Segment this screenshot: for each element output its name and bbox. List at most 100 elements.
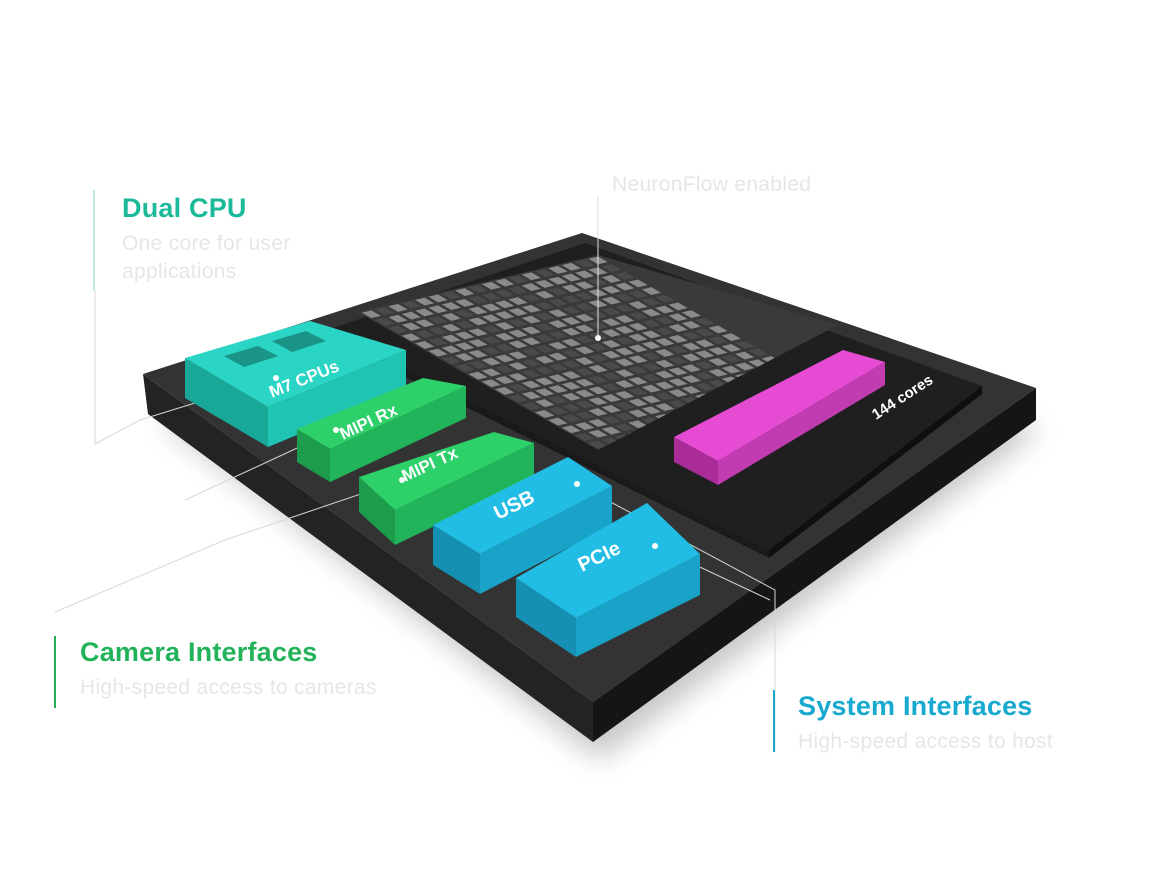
- npu-core-cell: [655, 403, 675, 411]
- npu-core-cell: [628, 387, 648, 396]
- mipi-tx-dot: [399, 477, 405, 483]
- npu-core-cell: [561, 349, 581, 358]
- npu-core-cell: [575, 303, 595, 311]
- npu-core-cell: [708, 368, 728, 377]
- npu-core-cell: [655, 338, 675, 346]
- npu-core-cell: [468, 306, 488, 315]
- npu-core-cell: [428, 316, 448, 324]
- npu-core-cell: [575, 411, 595, 420]
- npu-core-cell: [535, 269, 555, 277]
- npu-core-cell: [695, 350, 715, 359]
- npu-core-cell: [508, 383, 528, 392]
- npu-core-cell: [561, 425, 581, 434]
- npu-core-cell: [601, 318, 621, 327]
- npu-core-cell: [468, 350, 488, 358]
- npu-core-cell: [495, 332, 515, 341]
- npu-core-cell: [548, 341, 568, 350]
- usb-top: [433, 457, 612, 554]
- npu-core-cell: [388, 304, 408, 312]
- mipi-rx-left-face: [297, 429, 330, 482]
- npu-core-cell: [615, 412, 635, 421]
- npu-core-cell: [601, 383, 621, 392]
- npu-core-cell: [561, 327, 581, 336]
- npu-core-cell: [575, 400, 595, 409]
- cpu-core-left: [224, 346, 278, 367]
- npu-core-cell: [535, 334, 555, 342]
- npu-core-cell: [548, 266, 568, 274]
- npu-core-cell: [575, 313, 595, 322]
- npu-core-cell: [601, 307, 621, 316]
- npu-core-cell: [615, 401, 635, 410]
- npu-core-cell: [535, 280, 555, 288]
- npu-core-cell: [575, 357, 595, 365]
- npu-core-cell: [575, 346, 595, 355]
- npu-core-cell: [721, 354, 741, 363]
- npu-core-cell: [575, 433, 595, 441]
- npu-core-cell: [588, 440, 608, 449]
- npu-core-cell: [628, 409, 648, 418]
- npu-core-cell: [615, 369, 635, 378]
- usb-block: USB: [433, 457, 612, 594]
- npu-core-cell: [615, 282, 635, 291]
- npu-core-cell: [548, 363, 568, 372]
- pcie-right-face: [576, 554, 700, 657]
- npu-core-cell: [428, 305, 448, 314]
- pcie-left-face: [516, 578, 576, 657]
- npu-core-cell: [415, 297, 435, 306]
- npu-core-cell: [615, 271, 635, 280]
- npu-core-cell: [428, 337, 448, 346]
- cpu-block-dot: [273, 375, 279, 381]
- npu-core-cell: [641, 352, 661, 360]
- mipi-rx-dot: [333, 427, 339, 433]
- npu-core-cell: [615, 304, 635, 313]
- npu-core-cell: [441, 313, 461, 321]
- npu-core-cell: [601, 329, 621, 337]
- npu-core-cell: [535, 355, 555, 364]
- mipi-tx-block: MIPI Tx: [359, 432, 534, 545]
- npu-core-cell: [561, 284, 581, 293]
- npu-core-cell: [521, 369, 541, 378]
- npu-core-cell: [495, 376, 515, 384]
- npu-core-cell: [588, 408, 608, 416]
- npu-core-cell: [455, 320, 475, 329]
- npu-core-cell: [588, 375, 608, 384]
- npu-core-cell: [481, 281, 501, 290]
- npu-core-cell: [615, 315, 635, 323]
- npu-core-cell: [695, 361, 715, 369]
- npu-core-cell: [455, 331, 475, 340]
- mipi-rx-top: [297, 378, 466, 449]
- npu-core-cell: [601, 264, 621, 272]
- camera-accent-bar: [54, 636, 56, 708]
- npu-core-cell: [695, 339, 715, 348]
- npu-core-cell: [441, 291, 461, 300]
- npu-core-cell: [561, 295, 581, 304]
- npu-core-cell: [535, 290, 555, 299]
- npu-core-cell: [548, 406, 568, 415]
- npu-core-cell: [481, 292, 501, 301]
- mipi-tx-left-face: [359, 477, 395, 545]
- npu-core-cell: [641, 308, 661, 317]
- npu-core-cell: [535, 366, 555, 375]
- mipi-tx-right-face: [395, 443, 534, 545]
- npu-core-cell: [721, 365, 741, 374]
- npu-core-cell: [575, 335, 595, 344]
- system-interfaces-subtitle: High-speed access to host: [798, 730, 1053, 753]
- npu-core-cell: [601, 285, 621, 294]
- npu-core-cell: [628, 290, 648, 299]
- npu-core-cell: [415, 308, 435, 317]
- npu-core-cell: [601, 350, 621, 359]
- npu-core-cell: [548, 417, 568, 426]
- npu-core-cell: [561, 262, 581, 271]
- npu-core-cell: [748, 348, 768, 357]
- npu-core-cell: [468, 360, 488, 369]
- camera-interfaces-title: Camera Interfaces: [80, 637, 318, 667]
- npu-core-cell: [521, 337, 541, 346]
- npu-core-cell: [481, 325, 501, 333]
- npu-core-cell: [628, 344, 648, 353]
- npu-core-cell: [495, 365, 515, 374]
- npu-core-cell: [561, 273, 581, 282]
- npu-core-cell: [481, 303, 501, 312]
- npu-core-cell: [508, 351, 528, 360]
- cpu-block: M7 CPUs: [185, 321, 406, 447]
- npu-core-cell: [601, 372, 621, 381]
